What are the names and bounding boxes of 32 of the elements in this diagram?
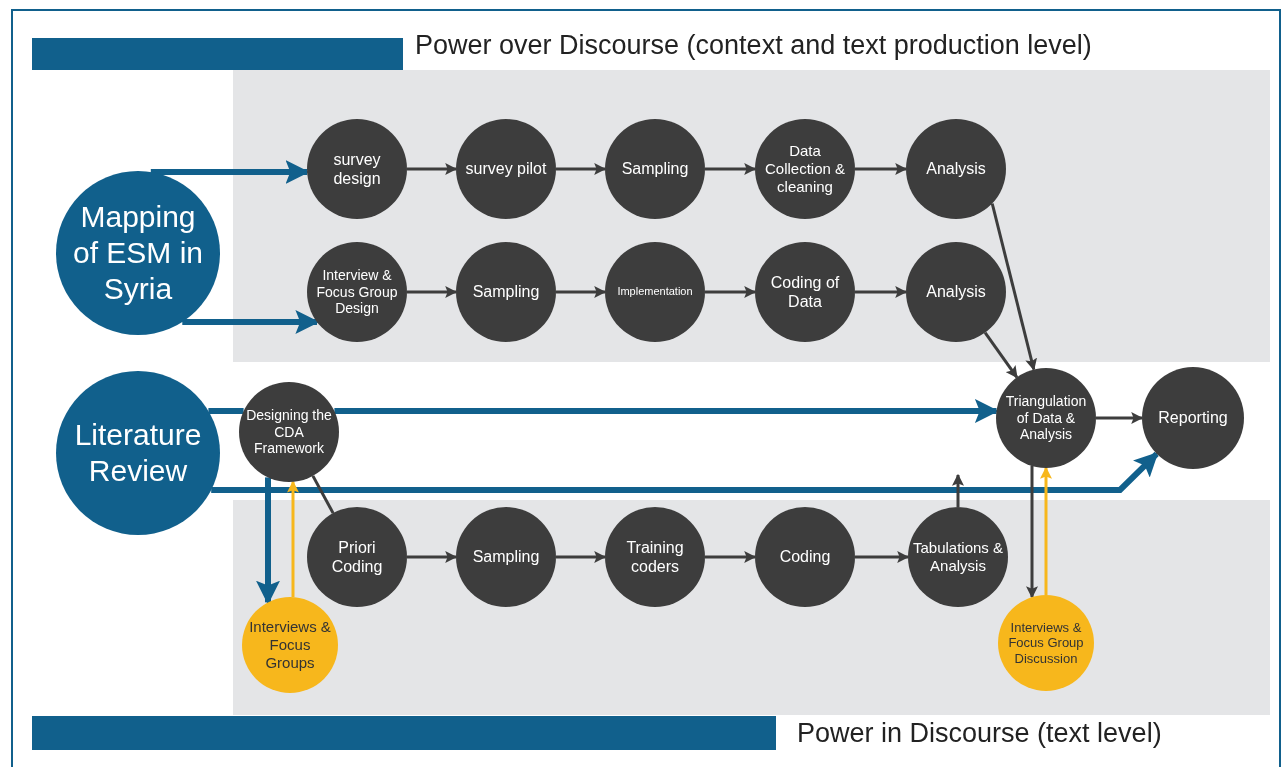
arrow (256, 477, 280, 605)
arrow (407, 163, 458, 175)
arrow (407, 551, 458, 563)
arrow (855, 163, 908, 175)
arrow (556, 551, 607, 563)
arrow (556, 163, 607, 175)
arrow (855, 286, 908, 298)
arrow (1026, 466, 1038, 599)
process-circle: Reporting (1142, 367, 1244, 469)
connector-line (208, 408, 244, 414)
process-circle: Triangulation of Data & Analysis (996, 368, 1096, 468)
arrow (182, 310, 320, 334)
topic-circle: Mapping of ESM in Syria (56, 171, 220, 335)
process-circle: Designing the CDA Framework (239, 382, 339, 482)
topic-circle: Literature Review (56, 371, 220, 535)
arrow (855, 551, 910, 563)
section-title: Power over Discourse (context and text production level) (415, 30, 1092, 61)
arrow (705, 163, 757, 175)
arrow (1040, 466, 1052, 595)
arrow (556, 286, 607, 298)
section-title: Power in Discourse (text level) (797, 718, 1162, 749)
arrow (211, 451, 1159, 493)
arrow (334, 399, 999, 423)
arrow (287, 480, 299, 598)
arrow (990, 203, 1037, 371)
arrow (1096, 412, 1144, 424)
connector-line (311, 475, 335, 514)
arrow (407, 286, 458, 298)
arrow (952, 473, 964, 507)
arrow (705, 286, 757, 298)
arrow (705, 551, 757, 563)
arrow (983, 331, 1019, 379)
